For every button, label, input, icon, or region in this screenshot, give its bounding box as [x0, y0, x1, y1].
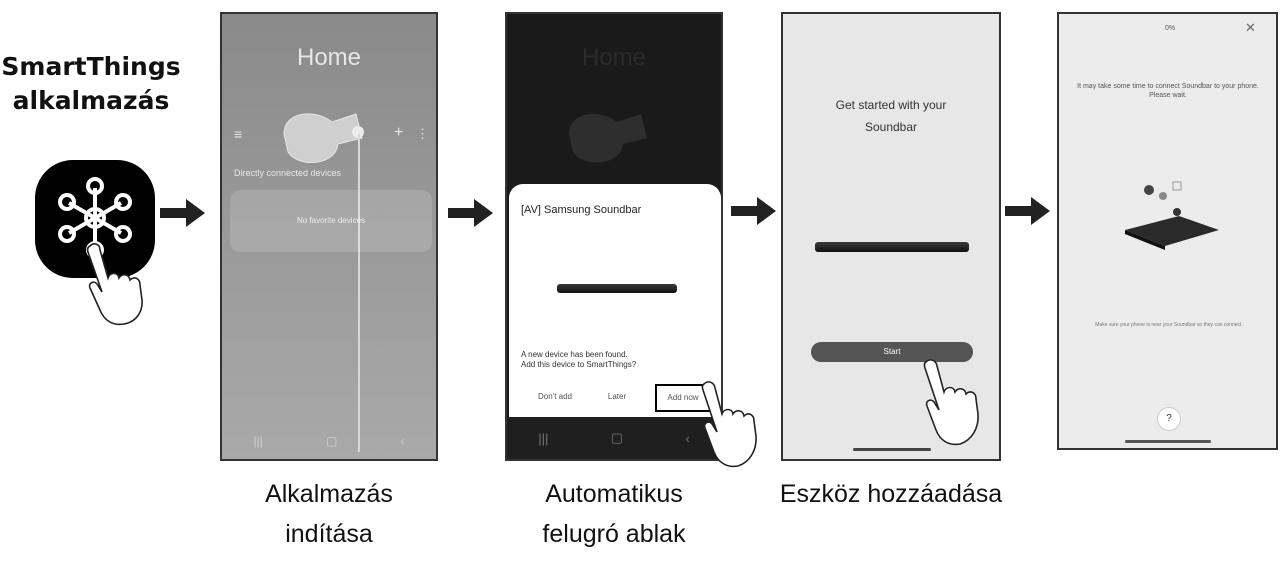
arrow-right-icon [1005, 197, 1050, 225]
smartthings-icon[interactable] [35, 160, 155, 278]
screen-home: Home ≡ + ⋮ Directly connected devices No… [220, 12, 438, 461]
app-title: SmartThings alkalmazás [0, 50, 182, 118]
dont-add-button[interactable]: Don't add [538, 392, 572, 401]
arrow-right-icon [731, 197, 776, 225]
arrow-right-icon [448, 199, 493, 227]
phone-connecting-illustration-icon [1125, 181, 1219, 250]
menu-icon[interactable]: ≡ [234, 126, 243, 142]
background-home-title: Home [581, 44, 647, 71]
caption-step1-line1: Alkalmazás [265, 480, 393, 508]
home-nav-icon[interactable]: ▢ [326, 434, 338, 448]
device-found-popup: [AV] Samsung Soundbar A new device has b… [509, 184, 721, 422]
wait-message: It may take some time to connect Soundba… [1077, 83, 1259, 99]
no-favorites-text: No favorite devices [296, 216, 366, 225]
popup-device-name: [AV] Samsung Soundbar [521, 204, 642, 216]
caption-step1-line2: indítása [285, 520, 373, 548]
progress-badge: 0% [1164, 25, 1176, 32]
later-button[interactable]: Later [607, 392, 627, 401]
close-icon[interactable]: ✕ [1245, 20, 1256, 35]
caption-step1: Alkalmazás indítása [220, 474, 438, 554]
more-icon[interactable]: ⋮ [416, 126, 429, 141]
home-nav-icon[interactable]: ▢ [610, 430, 624, 445]
popup-actions: Don't add Later Add now [509, 384, 721, 412]
arrow-right-icon [160, 199, 205, 227]
caption-step3: Eszköz hozzáadása [779, 480, 1003, 508]
soundbar-image [557, 284, 677, 293]
back-icon[interactable]: ‹ [685, 430, 690, 446]
home-toolbar: ≡ + ⋮ [234, 124, 429, 146]
add-icon[interactable]: + [394, 124, 404, 141]
get-started-line1: Get started with your [835, 98, 947, 112]
help-button[interactable]: ? [1157, 407, 1181, 431]
back-icon[interactable]: ‹ [400, 434, 405, 448]
nav-bar: ||| ▢ ‹ [222, 431, 436, 451]
screen-connecting: 0% ✕ It may take some time to connect So… [1057, 12, 1278, 450]
get-started-heading: Get started with your Soundbar [783, 94, 999, 138]
favorites-card: No favorite devices [230, 190, 432, 252]
start-button[interactable]: Start [811, 342, 973, 362]
lamp-illustration-icon [569, 113, 647, 163]
app-title-line2: alkalmazás [12, 86, 170, 115]
recents-icon[interactable]: ||| [253, 434, 263, 448]
soundbar-image [815, 242, 969, 252]
lamp-pole [358, 134, 360, 452]
proximity-info: Make sure your phone is near your Soundb… [1095, 322, 1243, 328]
recents-icon[interactable]: ||| [538, 430, 549, 446]
smartthings-logo-icon [58, 177, 132, 259]
nav-bar: ||| ▢ ‹ [507, 417, 721, 459]
home-indicator [1125, 440, 1211, 443]
add-now-button[interactable]: Add now [655, 384, 711, 412]
get-started-line2: Soundbar [864, 120, 918, 134]
popup-message-line2: Add this device to SmartThings? [521, 360, 637, 369]
directly-connected-label[interactable]: Directly connected devices [234, 168, 342, 178]
popup-message-line1: A new device has been found. [521, 350, 628, 359]
caption-step2-line1: Automatikus [545, 480, 683, 508]
screen-get-started: Get started with your Soundbar Start [781, 12, 1001, 461]
app-title-line1: SmartThings [1, 52, 181, 81]
popup-message: A new device has been found. Add this de… [521, 350, 701, 370]
home-indicator [853, 448, 931, 451]
caption-step2-line2: felugró ablak [542, 520, 686, 548]
caption-step2: Automatikus felugró ablak [505, 474, 723, 554]
lamp-illustration-icon [283, 113, 364, 163]
screen-popup: Home [AV] Samsung Soundbar A new device … [505, 12, 723, 461]
home-title: Home [296, 44, 362, 71]
